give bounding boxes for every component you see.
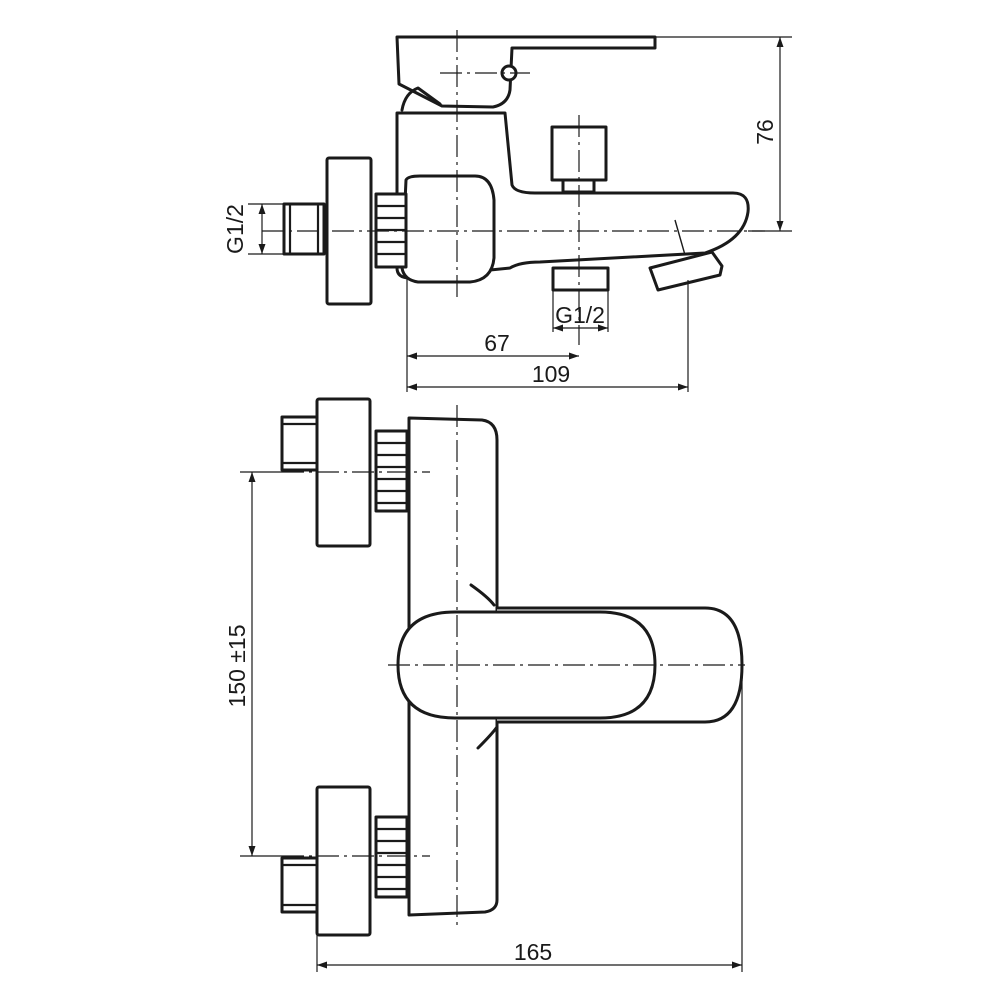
inlet-nipple-upper [280, 415, 319, 472]
spout-aerator [648, 250, 724, 292]
nipple-thread-upper [282, 422, 317, 465]
dim-inlet-thread-label: G1/2 [222, 204, 248, 254]
thread-nut-upper [374, 429, 409, 513]
thread-nut-lower [374, 815, 409, 899]
thread-lines-side [376, 204, 406, 256]
front-view: 150 ±15 165 [224, 397, 745, 972]
dim-inlet-spacing-label: 150 ±15 [224, 625, 250, 708]
body-crease-upper [469, 583, 496, 607]
side-view: 76 G1/2 G1/2 67 109 [222, 30, 792, 392]
nipple-thread-lower [282, 863, 317, 907]
thread-lines-upper [376, 441, 407, 505]
spout-edge [674, 219, 686, 256]
wall-flange-lower [315, 785, 372, 937]
dim-spout-length-label: 109 [532, 361, 570, 387]
dim-height-label: 76 [752, 119, 778, 145]
lever-neck [400, 86, 442, 112]
diverter-cap [400, 174, 496, 284]
lever-handle [395, 35, 657, 109]
inlet-nipple-thread [288, 204, 320, 254]
dim-outlet-thread-label: G1/2 [555, 302, 605, 328]
outlet-connector [551, 266, 610, 292]
dim-total-width-label: 165 [514, 939, 552, 965]
dim-outlet-offset-label: 67 [484, 330, 510, 356]
body-crease-lower [476, 725, 499, 750]
inlet-nipple-lower [280, 856, 319, 914]
thread-lines-lower [376, 827, 407, 891]
lever-front [396, 610, 657, 720]
